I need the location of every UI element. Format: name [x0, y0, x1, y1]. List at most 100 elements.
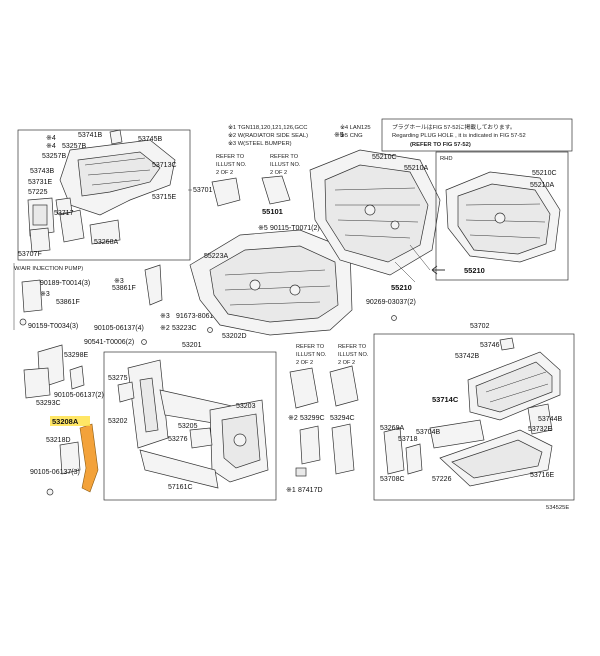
label-55210A: 55210A — [404, 165, 428, 172]
refer-text-4: REFER TO — [270, 154, 299, 160]
label-53744B: 53744B — [538, 416, 562, 423]
refer-lower-left: REFER TO ILLUST NO. 2 OF 2 — [289, 344, 327, 409]
info-box: プラグホールはFIG 57-52に掲載しております。 Regarding PLU… — [381, 118, 573, 152]
label-53714C: 53714C — [432, 395, 459, 404]
label-57161C: 57161C — [168, 484, 193, 491]
info-line-2: Regarding PLUG HOLE , it is indicated in… — [392, 133, 526, 139]
mark-3-c: ※3 — [160, 313, 170, 320]
refer-text-7: REFER TO — [296, 344, 325, 350]
note-1: ※1 TGN118,120,121,126,GCC — [228, 124, 307, 131]
refer-text-3: 2 OF 2 — [216, 170, 233, 176]
label-53203: 53203 — [236, 403, 256, 410]
lower-left-parts — [23, 344, 99, 496]
air-injection-label: W/AIR INJECTION PUMP) — [14, 266, 83, 272]
label-87417D: 87417D — [298, 487, 323, 494]
label-53702: 53702 — [470, 323, 490, 330]
refer-text-9: 2 OF 2 — [296, 360, 313, 366]
refer-text-12: 2 OF 2 — [338, 360, 355, 366]
label-57226: 57226 — [432, 476, 452, 483]
label-53861F: 53861F — [56, 299, 80, 306]
mark-1-c: ※1 — [286, 487, 296, 494]
label-53276: 53276 — [168, 436, 188, 443]
label-53268A: 53268A — [94, 239, 118, 246]
upper-left-group: ※4 53741B 53745B ※4 53257B 53257B 53713C… — [17, 129, 191, 261]
refer-text-11: ILLUST NO. — [338, 352, 369, 358]
info-line-3: (REFER TO FIG 57-52) — [410, 142, 471, 148]
label-55223A: 55223A — [204, 253, 228, 260]
refer-upper-right: REFER TO ILLUST NO. 2 OF 2 — [261, 154, 301, 205]
mark-3-b: ※3 — [114, 278, 124, 285]
label-53202D: 53202D — [222, 333, 247, 340]
label-53715E: 53715E — [152, 194, 176, 201]
refer-upper-left: REFER TO ILLUST NO. 2 OF 2 — [211, 154, 247, 207]
label-90105-2: 90105-06137(2) — [54, 392, 104, 399]
label-90159: 90159-T0034(3) — [28, 323, 78, 330]
label-55210A-rhd: 55210A — [530, 182, 554, 189]
mark-5-a: ※5 — [258, 225, 268, 232]
label-55101: 55101 — [262, 207, 283, 216]
label-53294C: 53294C — [330, 415, 355, 422]
label-53741B: 53741B — [78, 132, 102, 139]
label-55210: 55210 — [391, 283, 412, 292]
label-53731E: 53731E — [28, 179, 52, 186]
mark-1-a: ※4 — [46, 135, 56, 142]
label-53269A: 53269A — [380, 425, 404, 432]
label-53861F-2: 53861F — [112, 285, 136, 292]
label-53701: 53701 — [193, 187, 213, 194]
label-91673: 91673-80616(3) — [176, 313, 226, 320]
label-53704B: 53704B — [416, 429, 440, 436]
radiator-support-group — [103, 351, 277, 501]
label-55210-rhd: 55210 — [464, 266, 485, 275]
highlight-53208A — [50, 416, 90, 426]
label-53205: 53205 — [178, 423, 198, 430]
refer-text-5: ILLUST NO. — [270, 162, 301, 168]
label-90105-4: 90105-06137(4) — [94, 325, 144, 332]
label-90269: 90269-03037(2) — [366, 299, 416, 306]
label-53745B: 53745B — [138, 136, 162, 143]
label-53257B-2: 53257B — [42, 153, 66, 160]
label-53716E: 53716E — [530, 472, 554, 479]
label-90105-3: 90105-06137(3) — [30, 469, 80, 476]
label-53202: 53202 — [108, 418, 128, 425]
note-5: ※5 CNG — [340, 132, 363, 139]
label-57225: 57225 — [28, 189, 48, 196]
refer-text-6: 2 OF 2 — [270, 170, 287, 176]
label-53746: 53746 — [480, 342, 500, 349]
air-injection-group: W/AIR INJECTION PUMP) 90189-T0014(3) ※3 … — [13, 263, 90, 330]
label-53732E: 53732E — [528, 426, 552, 433]
note-3: ※3 W(STEEL BUMPER) — [228, 140, 292, 147]
refer-text-2: ILLUST NO. — [216, 162, 247, 168]
label-53718: 53718 — [398, 436, 418, 443]
refer-text-8: ILLUST NO. — [296, 352, 327, 358]
rhd-group: RHD — [435, 151, 569, 281]
dash-panel-lhd — [309, 149, 441, 283]
label-53742B: 53742B — [455, 353, 479, 360]
label-53717: 53717 — [54, 210, 74, 217]
label-55210C: 55210C — [372, 154, 397, 161]
label-90115: 90115-T0071(2) — [270, 225, 320, 232]
refer-text-10: REFER TO — [338, 344, 367, 350]
header-notes: ※1 TGN118,120,121,126,GCC ※2 W(RADIATOR … — [228, 124, 371, 147]
mark-2-a: ※2 — [160, 325, 170, 332]
refer-lower-right: REFER TO ILLUST NO. 2 OF 2 — [329, 344, 369, 407]
label-53708C: 53708C — [380, 476, 405, 483]
label-53208A: 53208A — [52, 417, 79, 426]
label-53743B: 53743B — [30, 168, 54, 175]
mark-2-b: ※2 — [288, 415, 298, 422]
note-4: ※4 LAN125 — [340, 124, 371, 131]
mark-5-b: ※5 — [334, 132, 344, 139]
info-line-1: プラグホールはFIG 57-52に掲載しております。 — [392, 123, 516, 131]
label-90541: 90541-T0006(2) — [84, 339, 134, 346]
label-90189: 90189-T0014(3) — [40, 280, 90, 287]
label-53257B: 53257B — [62, 143, 86, 150]
note-2: ※2 W(RADIATOR SIDE SEAL) — [228, 132, 308, 139]
mark-1-b: ※4 — [46, 143, 56, 150]
label-53298E: 53298E — [64, 352, 88, 359]
label-53275: 53275 — [108, 375, 128, 382]
label-53218D: 53218D — [46, 437, 71, 444]
label-53707F: 53707F — [18, 251, 42, 258]
dash-insulator — [189, 229, 353, 336]
label-53713C: 53713C — [152, 162, 177, 169]
rhd-label: RHD — [440, 156, 453, 162]
